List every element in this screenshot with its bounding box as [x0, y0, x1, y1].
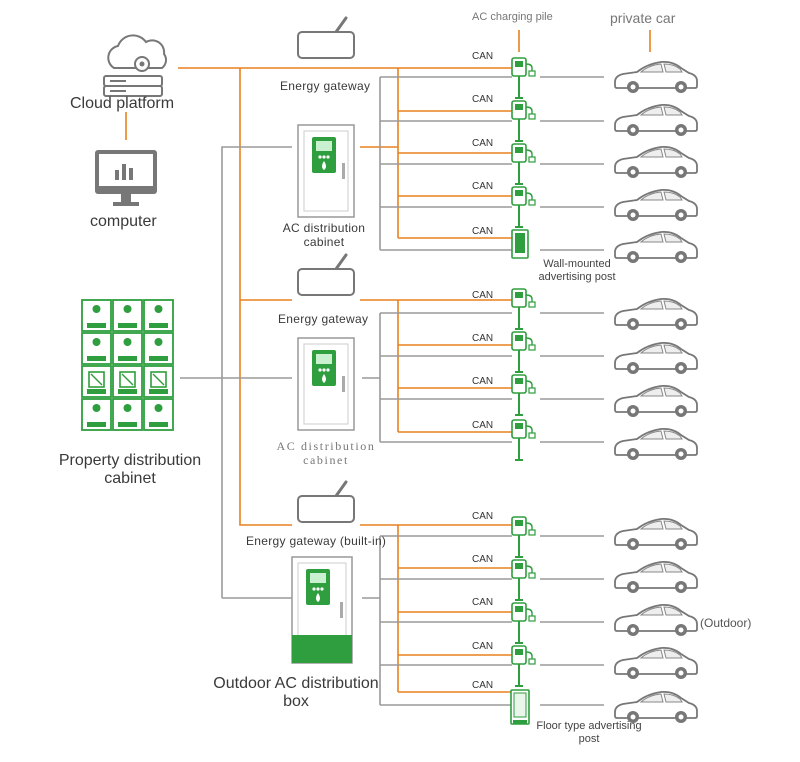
- charging-pile-icon: [511, 516, 536, 558]
- cloud-platform-label: Cloud platform: [70, 95, 175, 112]
- charging-pile-icon: [511, 419, 536, 461]
- energy-gateway-label-2: Energy gateway: [278, 312, 369, 326]
- charging-pile-icon: [511, 143, 536, 185]
- computer-monitor-icon: [95, 150, 157, 206]
- charging-pile-icon: [511, 559, 536, 601]
- outdoor-label: (Outdoor): [700, 616, 752, 630]
- wall-post-label: Wall-mounted advertising post: [522, 258, 632, 283]
- ac-cabinet-2-line2: cabinet: [303, 452, 349, 467]
- can-label: CAN: [472, 376, 494, 387]
- ac-cabinet-1-line1: AC distribution: [282, 221, 366, 235]
- property-cabinet-label-line1: Property distribution: [58, 452, 202, 469]
- car-icon: [614, 384, 698, 417]
- can-label: CAN: [472, 290, 494, 301]
- can-label: CAN: [472, 51, 494, 62]
- can-label: CAN: [472, 333, 494, 344]
- device-icons: [81, 16, 698, 725]
- car-icon: [614, 297, 698, 330]
- cabinet-icon: [291, 556, 353, 664]
- can-label: CAN: [472, 641, 494, 652]
- outdoor-box-line1: Outdoor AC distribution: [213, 675, 379, 692]
- energy-gateway-label-1: Energy gateway: [280, 79, 371, 93]
- can-label: CAN: [472, 420, 494, 431]
- property-cabinet-label-line2: cabinet: [104, 470, 156, 488]
- can-label: CAN: [472, 680, 494, 691]
- charging-pile-icon: [511, 645, 536, 687]
- outdoor-box-line2: box: [283, 693, 309, 711]
- wall-post-line2: advertising post: [538, 270, 616, 283]
- orange-trunk-line: [239, 68, 292, 526]
- charging-pile-icon: [511, 331, 536, 373]
- ac-charging-pile-label: AC charging pile: [472, 11, 553, 23]
- charging-pile-icon: [511, 186, 536, 228]
- charging-pile-icon: [511, 288, 536, 330]
- car-icon: [614, 690, 698, 723]
- can-label: CAN: [472, 138, 494, 149]
- car-icon: [614, 145, 698, 178]
- ac-cabinet-1-line2: cabinet: [303, 234, 345, 249]
- gateway-router-icon: [297, 253, 355, 296]
- charging-pile-icon: [511, 374, 536, 416]
- can-label: CAN: [472, 511, 494, 522]
- car-icon: [614, 188, 698, 221]
- charging-pile-icon: [511, 602, 536, 644]
- wall-post-line1: Wall-mounted: [543, 258, 611, 270]
- ac-cabinet-2-line1: AC distribution: [276, 439, 376, 453]
- ac-cabinet-label-1: AC distribution cabinet: [264, 221, 384, 250]
- floor-post-line1: Floor type advertising: [536, 720, 642, 732]
- charging-pile-icon: [511, 57, 536, 99]
- floor-post-line2: post: [578, 732, 600, 745]
- private-car-label: private car: [610, 10, 676, 26]
- charging-pile-icon: [511, 100, 536, 142]
- property-cabinet-icon: [81, 299, 174, 431]
- can-label: CAN: [472, 226, 494, 237]
- can-label: CAN: [472, 597, 494, 608]
- gray-trunk-line: [221, 146, 292, 598]
- car-icon: [614, 603, 698, 636]
- gateway-router-icon: [297, 16, 355, 59]
- can-label: CAN: [472, 554, 494, 565]
- car-icon: [614, 341, 698, 374]
- car-icon: [614, 427, 698, 460]
- car-icon: [614, 60, 698, 93]
- car-icon: [614, 646, 698, 679]
- car-icon: [614, 103, 698, 136]
- cabinet-icon: [297, 124, 355, 218]
- outdoor-box-label: Outdoor AC distribution box: [196, 675, 396, 712]
- gateway-router-icon: [297, 480, 355, 523]
- car-icon: [614, 517, 698, 550]
- car-icon: [614, 560, 698, 593]
- advertising-post-icon: [511, 229, 529, 259]
- can-label: CAN: [472, 94, 494, 105]
- cloud-server-icon: [103, 34, 167, 97]
- ac-cabinet-label-2: AC distribution cabinet: [256, 439, 396, 468]
- property-cabinet-label: Property distribution cabinet: [50, 452, 210, 489]
- can-label: CAN: [472, 181, 494, 192]
- energy-gateway-label-3: Energy gateway (built-in): [246, 534, 387, 548]
- cabinet-icon: [297, 337, 355, 431]
- car-icon: [614, 230, 698, 263]
- floor-post-label: Floor type advertising post: [524, 720, 654, 745]
- connection-lines: [125, 30, 651, 706]
- advertising-post-icon: [510, 689, 530, 725]
- computer-label: computer: [90, 213, 157, 230]
